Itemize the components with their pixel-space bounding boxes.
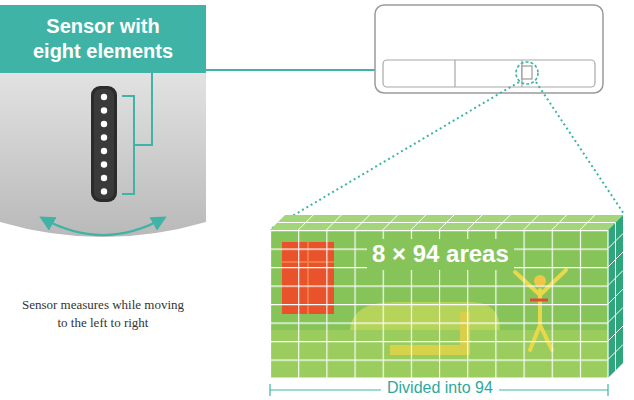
element-bracket xyxy=(122,96,134,194)
division-label: Divided into 94 xyxy=(381,378,499,397)
bracket-leader xyxy=(134,73,152,145)
area-count-label: 8 × 94 areas xyxy=(367,239,514,270)
view-cone xyxy=(272,82,624,228)
caption-note: Sensor measures while moving to the left… xyxy=(19,296,187,331)
thermal-grid xyxy=(270,215,623,378)
band-title: Sensor with eight elements xyxy=(21,14,186,64)
sensor-photo xyxy=(0,73,206,237)
sensor-title-band: Sensor with eight elements xyxy=(0,5,206,73)
sweep-arrow xyxy=(42,218,164,235)
air-conditioner xyxy=(375,5,603,93)
